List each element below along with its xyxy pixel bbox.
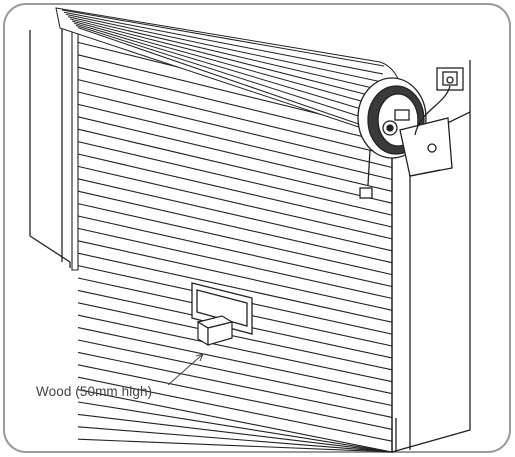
shutter-curtain <box>71 20 393 453</box>
slat-line <box>77 302 393 371</box>
slat-line <box>77 227 393 299</box>
slat-line <box>77 389 393 453</box>
slat-line <box>77 438 393 453</box>
slat-line <box>77 128 393 204</box>
drum-line <box>77 27 377 131</box>
drum-line <box>63 11 384 75</box>
slat-line <box>77 327 393 395</box>
wood-callout-label: Wood (50mm high) <box>36 384 153 399</box>
drum-line <box>65 13 383 83</box>
slat-line <box>77 426 393 453</box>
drum-line <box>61 9 385 67</box>
drum-line <box>75 24 378 123</box>
drum-line <box>71 20 380 107</box>
slat-line <box>77 215 393 288</box>
right-wall-column <box>391 60 471 453</box>
slat-line <box>77 141 393 216</box>
mounting-bracket-icon <box>399 117 453 177</box>
slat-line <box>77 165 393 240</box>
slat-line <box>77 116 393 192</box>
slat-line <box>77 413 393 453</box>
slat-line <box>77 153 393 228</box>
drum-line <box>69 18 381 99</box>
slat-line <box>77 103 393 180</box>
left-wall <box>29 28 71 268</box>
slat-line <box>77 252 393 323</box>
slat-line <box>77 351 393 418</box>
slat-line <box>77 178 393 252</box>
power-outlet-icon <box>414 67 464 136</box>
slat-line <box>77 79 393 157</box>
callout-arrow <box>167 353 204 386</box>
wood-block <box>196 315 234 347</box>
slat-line <box>77 91 393 169</box>
slat-line <box>77 364 393 430</box>
slat-line <box>77 314 393 383</box>
slat-line <box>77 66 393 145</box>
slat-line <box>77 190 393 264</box>
slat-line <box>77 203 393 276</box>
drum-line <box>67 16 382 91</box>
slat-line <box>77 376 393 442</box>
slat-line <box>77 240 393 311</box>
slat-line <box>77 401 393 453</box>
slat-line <box>77 339 393 407</box>
drum-line <box>73 22 379 115</box>
